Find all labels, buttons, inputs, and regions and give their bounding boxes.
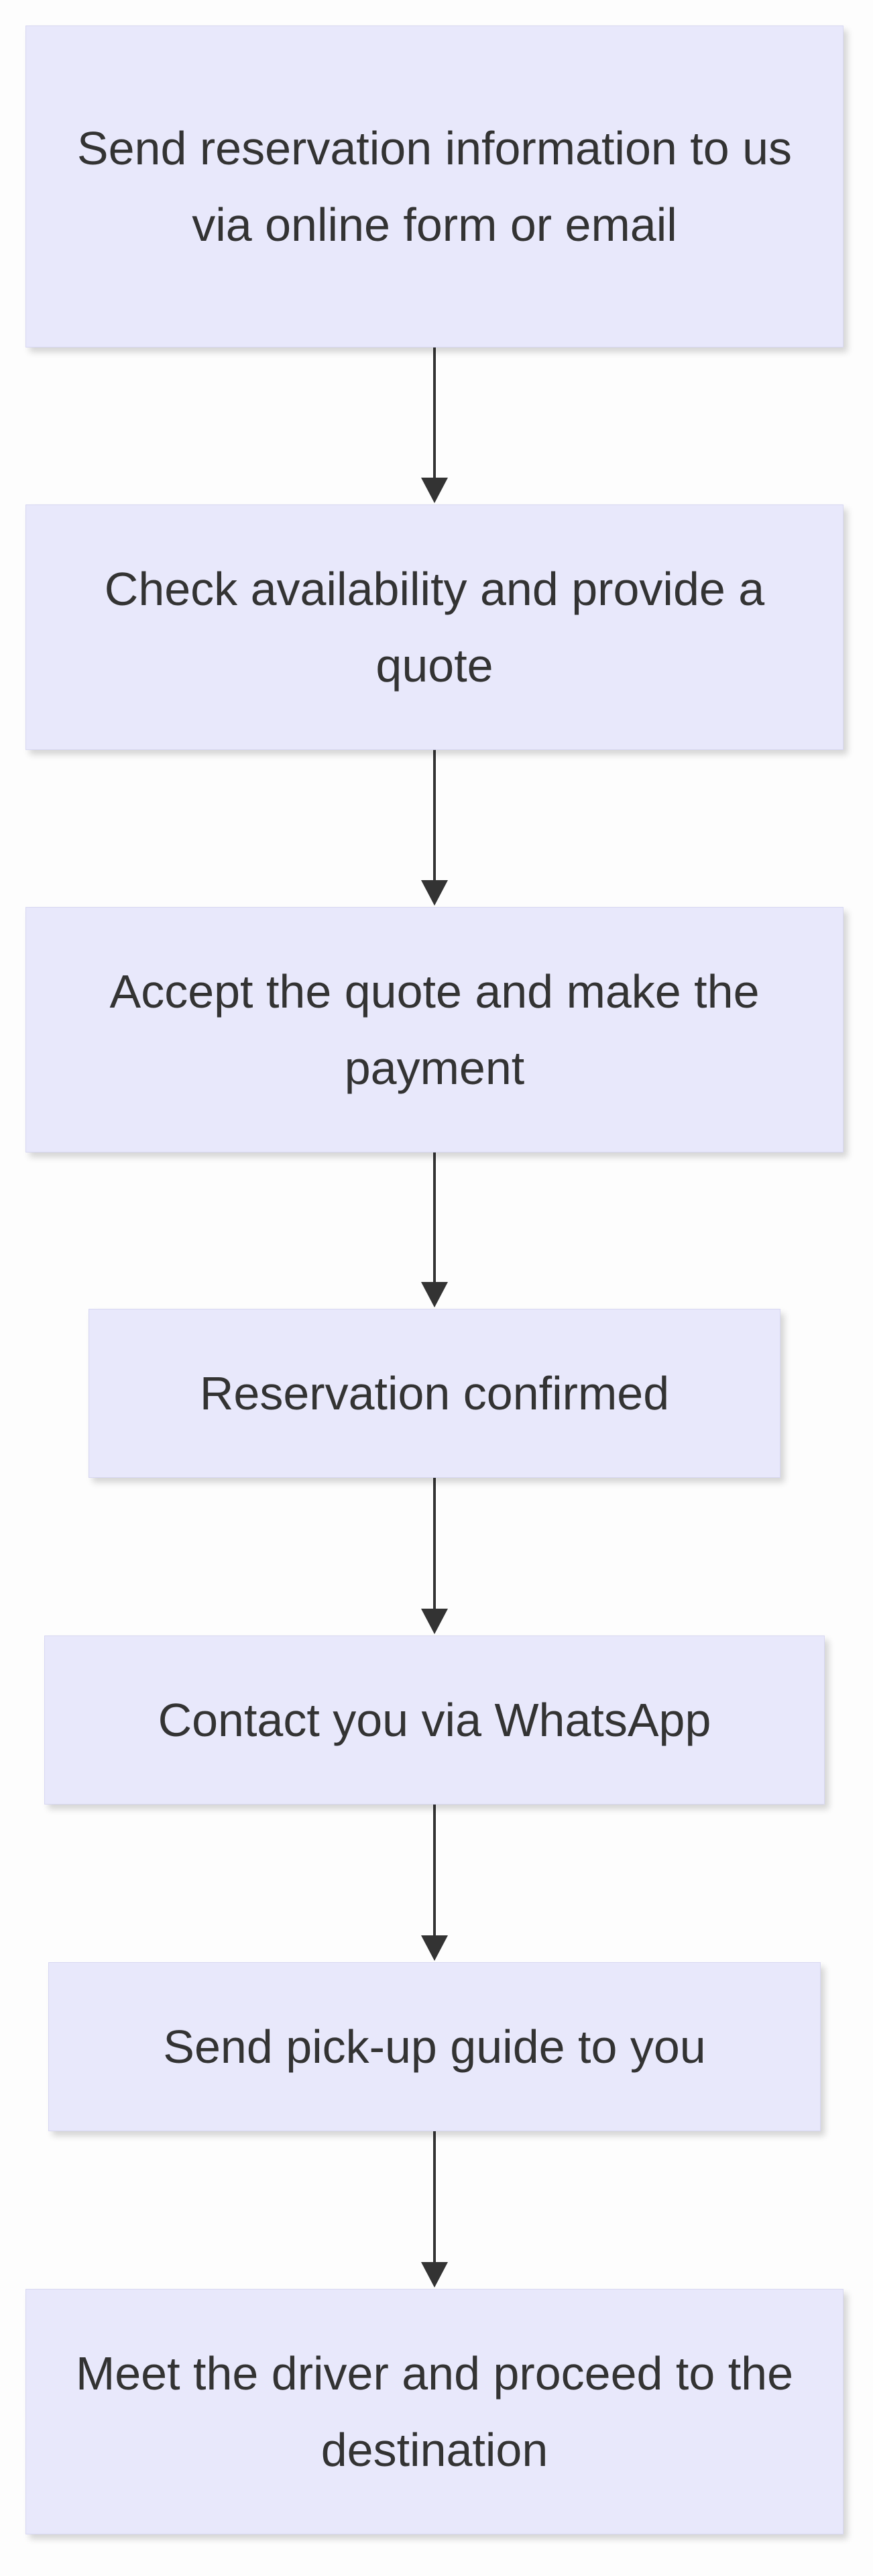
step-accept-quote: Accept the quote and make the payment (25, 907, 843, 1152)
step-label: Send pick-up guide to you (163, 2021, 706, 2073)
step-send-pickup-guide: Send pick-up guide to you (48, 1962, 821, 2131)
step-meet-driver: Meet the driver and proceed to the desti… (25, 2289, 843, 2534)
step-label: Reservation confirmed (199, 1367, 670, 1419)
arrow-guide-to-meet (421, 2131, 448, 2288)
step-label: Accept the quote and make the payment (109, 965, 760, 1094)
step-label: Check availability and provide a quote (104, 563, 765, 692)
step-label: Meet the driver and proceed to the desti… (75, 2347, 794, 2476)
arrowhead-icon (421, 880, 448, 906)
arrowhead-icon (421, 1935, 448, 1961)
step-send-reservation: Send reservation information to us via o… (25, 25, 843, 347)
step-label: Contact you via WhatsApp (158, 1694, 711, 1746)
arrowhead-icon (421, 2262, 448, 2288)
arrow-check-to-accept (421, 750, 448, 906)
step-check-availability: Check availability and provide a quote (25, 504, 843, 750)
step-reservation-confirmed: Reservation confirmed (89, 1309, 780, 1478)
arrow-accept-to-confirmed (421, 1152, 448, 1307)
arrowhead-icon (421, 1282, 448, 1307)
arrow-confirmed-to-contact (421, 1478, 448, 1634)
arrow-send-to-check (421, 347, 448, 503)
arrowhead-icon (421, 478, 448, 503)
step-contact-whatsapp: Contact you via WhatsApp (44, 1635, 825, 1805)
step-label: Send reservation information to us via o… (76, 122, 793, 251)
arrow-contact-to-guide (421, 1805, 448, 1961)
arrowhead-icon (421, 1609, 448, 1634)
